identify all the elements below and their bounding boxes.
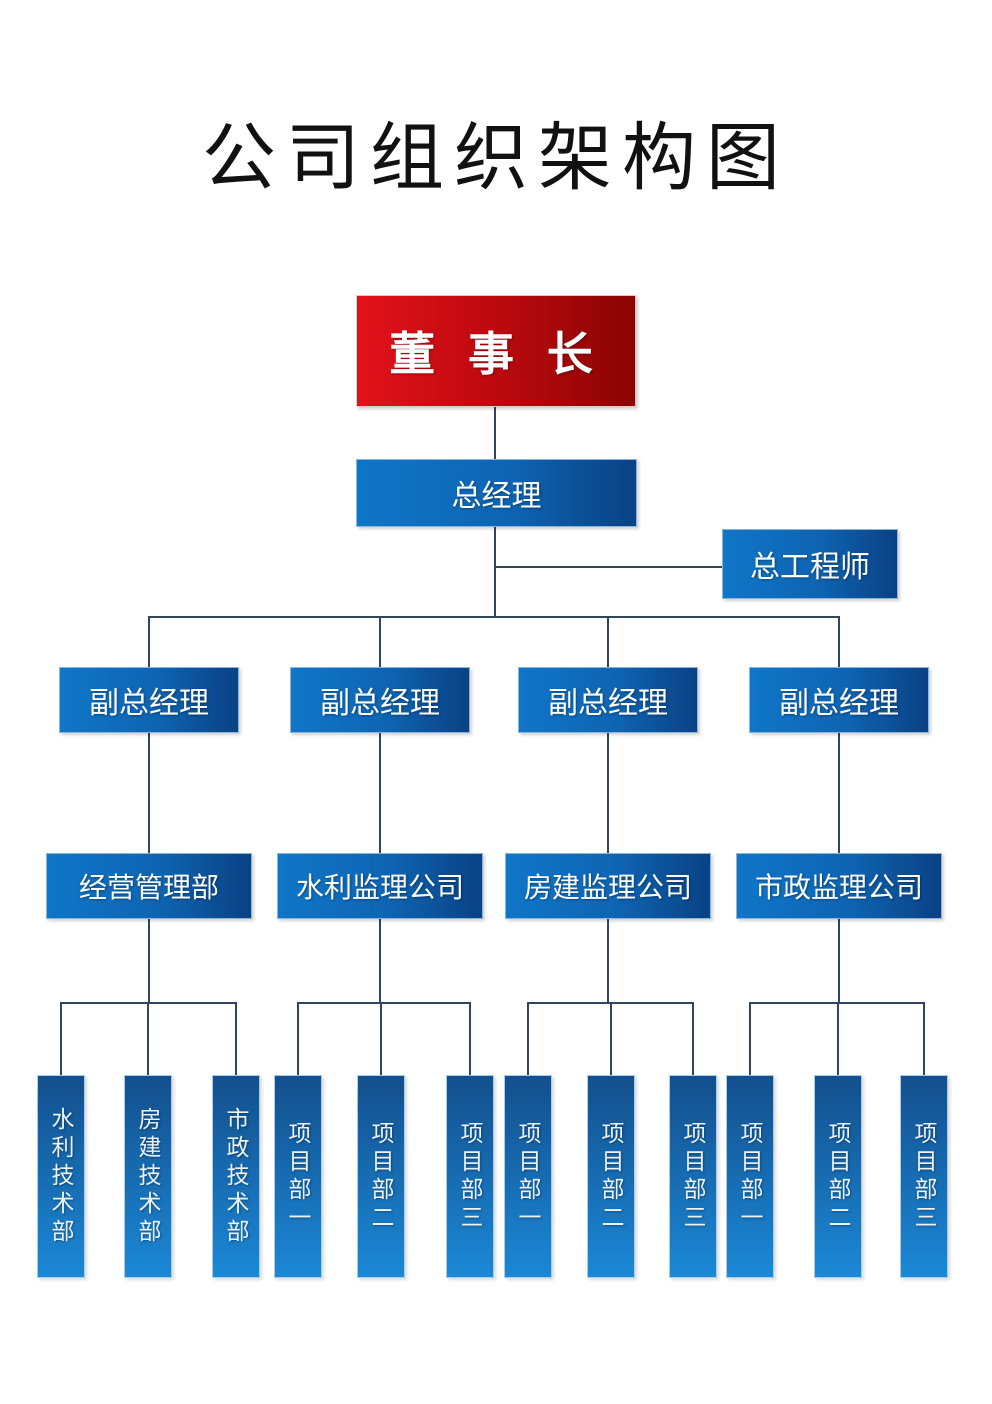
node-dept-4: 市政监理公司 <box>736 853 942 919</box>
node-chief-engineer: 总工程师 <box>722 529 898 599</box>
connector-main-rail <box>148 616 840 618</box>
connector-deputy-dept-1 <box>148 732 150 854</box>
connector-child-drop <box>527 1002 529 1076</box>
connector-chairman-gm <box>494 407 496 459</box>
node-child-label: 项目部一 <box>515 1120 541 1233</box>
connector-rail-deputy-2 <box>379 616 381 668</box>
connector-dept-childrail-3 <box>607 918 609 1004</box>
connector-child-drop <box>923 1002 925 1076</box>
node-child-label: 项目部二 <box>368 1120 394 1233</box>
connector-child-rail-2 <box>297 1002 471 1004</box>
node-child-label: 项目部三 <box>911 1120 937 1233</box>
node-child-1-3: 市政技术部 <box>212 1075 260 1278</box>
node-deputy-3: 副总经理 <box>518 667 698 733</box>
node-deputy-2: 副总经理 <box>290 667 470 733</box>
connector-deputy-dept-4 <box>838 732 840 854</box>
connector-gm-rail <box>494 526 496 618</box>
node-general-manager: 总经理 <box>356 459 637 527</box>
node-child-label: 项目部二 <box>598 1120 624 1233</box>
node-child-label: 项目部三 <box>680 1120 706 1233</box>
connector-dept-childrail-4 <box>838 918 840 1004</box>
node-child-3-2: 项目部二 <box>587 1075 635 1278</box>
node-child-1-2: 房建技术部 <box>124 1075 172 1278</box>
node-child-label: 项目部一 <box>737 1120 763 1233</box>
node-child-4-1: 项目部一 <box>726 1075 774 1278</box>
node-child-3-1: 项目部一 <box>504 1075 552 1278</box>
connector-rail-deputy-3 <box>607 616 609 668</box>
connector-child-drop <box>147 1002 149 1076</box>
node-deputy-label: 副总经理 <box>89 687 209 720</box>
node-child-label: 项目部二 <box>825 1120 851 1233</box>
connector-child-drop <box>297 1002 299 1076</box>
node-child-4-2: 项目部二 <box>814 1075 862 1278</box>
connector-child-drop <box>692 1002 694 1076</box>
node-child-label: 市政技术部 <box>223 1106 249 1247</box>
connector-rail-deputy-4 <box>838 616 840 668</box>
node-dept-1: 经营管理部 <box>46 853 252 919</box>
node-child-label: 房建技术部 <box>135 1106 161 1247</box>
connector-rail-deputy-1 <box>148 616 150 668</box>
connector-deputy-dept-2 <box>379 732 381 854</box>
node-child-4-3: 项目部三 <box>900 1075 948 1278</box>
node-child-label: 水利技术部 <box>48 1106 74 1247</box>
connector-gm-chief-engineer <box>494 566 723 568</box>
node-dept-label: 水利监理公司 <box>295 872 464 903</box>
node-child-2-3: 项目部三 <box>446 1075 494 1278</box>
node-chairman: 董 事 长 <box>356 295 636 407</box>
node-child-1-1: 水利技术部 <box>37 1075 85 1278</box>
node-chairman-label: 董 事 长 <box>389 328 603 380</box>
page-title: 公司组织架构图 <box>202 115 790 201</box>
connector-dept-childrail-1 <box>148 918 150 1004</box>
node-dept-label: 市政监理公司 <box>754 872 923 903</box>
node-child-2-1: 项目部一 <box>274 1075 322 1278</box>
node-child-2-2: 项目部二 <box>357 1075 405 1278</box>
node-deputy-label: 副总经理 <box>779 687 899 720</box>
connector-child-drop <box>837 1002 839 1076</box>
connector-child-drop <box>380 1002 382 1076</box>
node-dept-label: 经营管理部 <box>78 872 219 903</box>
connector-child-drop <box>60 1002 62 1076</box>
node-deputy-1: 副总经理 <box>59 667 239 733</box>
node-chief-engineer-label: 总工程师 <box>750 551 870 584</box>
node-deputy-4: 副总经理 <box>749 667 929 733</box>
connector-deputy-dept-3 <box>607 732 609 854</box>
connector-child-drop <box>235 1002 237 1076</box>
node-deputy-label: 副总经理 <box>320 687 440 720</box>
node-child-label: 项目部一 <box>285 1120 311 1233</box>
node-dept-3: 房建监理公司 <box>505 853 711 919</box>
node-deputy-label: 副总经理 <box>548 687 668 720</box>
node-dept-label: 房建监理公司 <box>523 872 692 903</box>
connector-child-drop <box>469 1002 471 1076</box>
connector-dept-childrail-2 <box>379 918 381 1004</box>
node-child-3-3: 项目部三 <box>669 1075 717 1278</box>
node-child-label: 项目部三 <box>457 1120 483 1233</box>
connector-child-drop <box>610 1002 612 1076</box>
node-general-manager-label: 总经理 <box>451 480 542 513</box>
node-dept-2: 水利监理公司 <box>277 853 483 919</box>
connector-child-drop <box>749 1002 751 1076</box>
